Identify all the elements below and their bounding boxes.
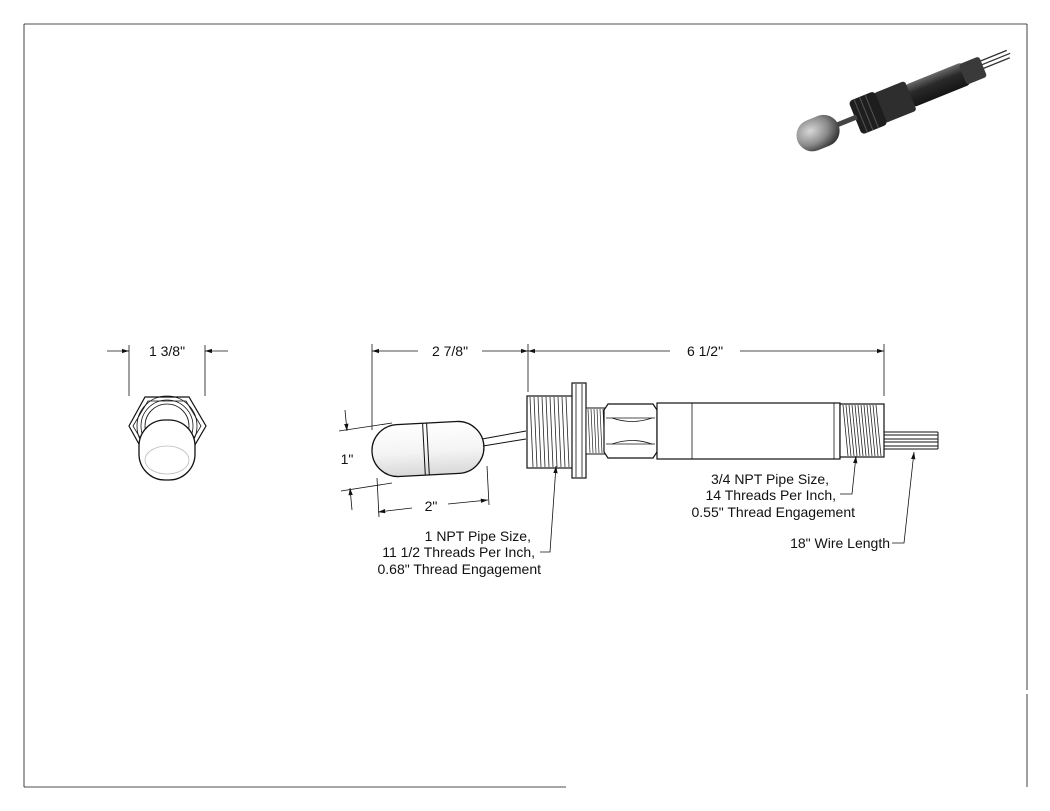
hex-section xyxy=(603,403,658,459)
float-render xyxy=(796,114,840,152)
rear-thread-34npt xyxy=(839,403,885,458)
callout-1npt-line2: 11 1/2 Threads Per Inch, xyxy=(382,544,535,560)
dim-fitting-to-end: 6 1/2" xyxy=(687,343,723,359)
callout-wire: 18" Wire Length xyxy=(790,451,916,551)
switch-body-render xyxy=(905,63,970,107)
callout-34npt-line1: 3/4 NPT Pipe Size, xyxy=(711,471,829,487)
hex-nut-render xyxy=(874,81,916,123)
front-thread-1npt xyxy=(526,395,574,469)
callout-wire-line1: 18" Wire Length xyxy=(790,535,890,551)
stem xyxy=(481,430,527,447)
side-view-dimensions: 2 7/8" 6 1/2" 1" 2" xyxy=(338,343,885,518)
callout-1npt-line1: 1 NPT Pipe Size, xyxy=(425,528,531,544)
dim-width: 1 3/8" xyxy=(149,343,185,359)
dim-float-length: 2" xyxy=(425,498,438,514)
callout-34npt-line3: 0.55" Thread Engagement xyxy=(692,504,856,520)
side-view-part xyxy=(371,382,939,479)
wire-leads xyxy=(884,431,939,450)
dim-float-to-fitting: 2 7/8" xyxy=(432,343,468,359)
dim-float-diameter: 1" xyxy=(341,451,354,467)
callout-34npt: 3/4 NPT Pipe Size, 14 Threads Per Inch, … xyxy=(692,455,858,520)
callout-1npt: 1 NPT Pipe Size, 11 1/2 Threads Per Inch… xyxy=(378,465,558,577)
drawing-frame xyxy=(23,23,1028,788)
callout-1npt-line3: 0.68" Thread Engagement xyxy=(378,561,542,577)
rear-thread-render xyxy=(959,57,987,84)
isometric-render xyxy=(796,49,1011,152)
float-top-outline xyxy=(138,419,196,481)
top-view: 1 3/8" xyxy=(107,343,228,481)
switch-body xyxy=(656,402,841,460)
float xyxy=(371,420,485,478)
front-thread-render xyxy=(849,92,887,134)
callout-34npt-line2: 14 Threads Per Inch, xyxy=(706,487,836,503)
wire-leads-render xyxy=(975,49,1011,71)
flange xyxy=(571,382,587,479)
